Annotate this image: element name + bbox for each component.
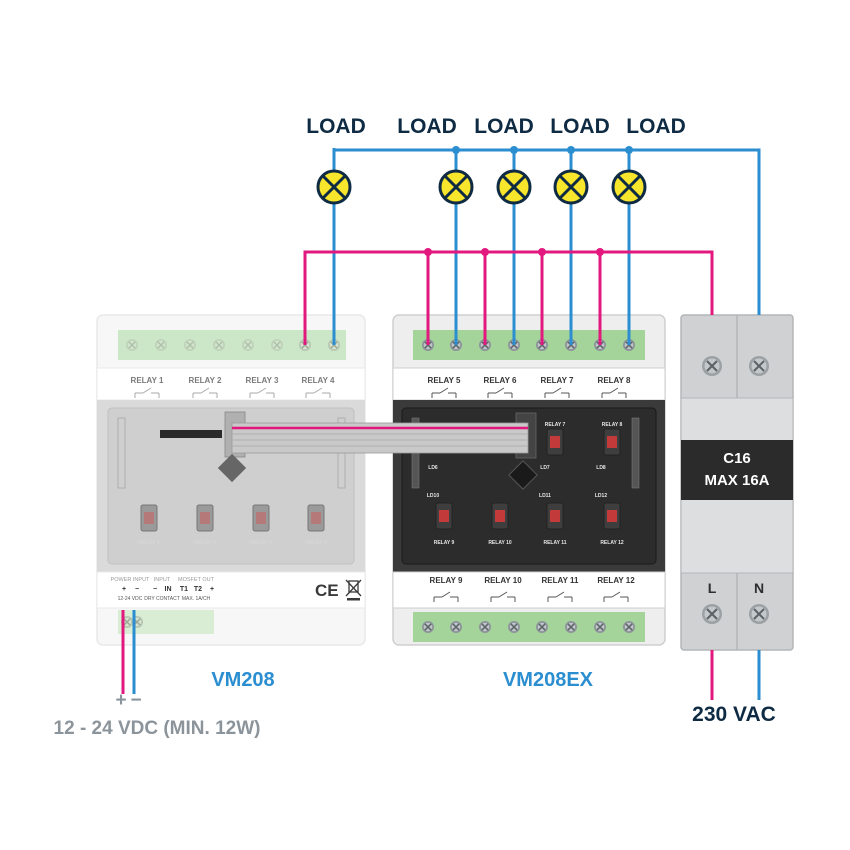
board-relay-label: RELAY 7 <box>545 422 566 428</box>
mosfet-t1-label: T1 <box>180 586 188 593</box>
lamp-icon <box>611 169 647 205</box>
vm208-board-relay-label: RELAY 4 <box>305 540 327 546</box>
circuit-breaker: C16 MAX 16A L N <box>680 314 794 651</box>
ce-mark-text: CE <box>315 581 339 600</box>
relay-label: RELAY 8 <box>598 376 631 385</box>
mains-voltage-label: 230 VAC <box>692 703 776 726</box>
power-plus-sign: + <box>115 690 126 711</box>
board-relay-label: RELAY 8 <box>602 422 623 428</box>
power-supply-label: 12 - 24 VDC (MIN. 12W) <box>54 718 261 739</box>
mosfet-label: MOSFET OUT <box>178 577 215 583</box>
power-minus-sign: − <box>130 690 141 711</box>
power-plus-label: + <box>122 586 126 593</box>
lamp-icon <box>316 169 352 205</box>
relay-label: RELAY 7 <box>541 376 574 385</box>
vm208-board-relay-label: RELAY 1 <box>138 540 160 546</box>
lamp-icon <box>438 169 474 205</box>
input-minus-label: − <box>153 586 157 593</box>
load-labels: LOAD LOAD LOAD LOAD LOAD <box>306 115 686 138</box>
pink-wire-nodes <box>424 248 604 256</box>
relay-label: RELAY 12 <box>597 576 635 585</box>
lamps <box>316 169 647 205</box>
pink-wires <box>121 250 714 700</box>
breaker-rating: C16 <box>723 450 751 467</box>
live-label: L <box>708 580 717 596</box>
vm208-terminal-labels: POWER INPUT + − 12-24 VDC INPUT − IN DRY… <box>111 577 215 602</box>
weee-bin-icon <box>345 579 362 601</box>
led-label: LD10 <box>427 493 439 499</box>
lamp-icon <box>496 169 532 205</box>
vm208-model-label: VM208 <box>211 669 274 691</box>
blue-wire-nodes <box>452 146 633 154</box>
vm208-connector <box>160 430 222 438</box>
relay-label: RELAY 10 <box>484 576 522 585</box>
vm208ex-relay-labels-bottom: RELAY 9 RELAY 10 RELAY 11 RELAY 12 <box>430 576 636 585</box>
vm208-relay-label: RELAY 3 <box>246 376 279 385</box>
board-relay-label: RELAY 9 <box>434 540 455 546</box>
power-input-label: POWER INPUT <box>111 577 150 583</box>
led-label: LD6 <box>428 465 438 471</box>
relay-label: RELAY 6 <box>484 376 517 385</box>
input-label: INPUT <box>154 577 171 583</box>
power-minus-label: − <box>135 586 139 593</box>
vm208-relay-label: RELAY 4 <box>302 376 335 385</box>
lamp-icon <box>553 169 589 205</box>
board-relay-label: RELAY 10 <box>488 540 512 546</box>
load-label: LOAD <box>626 115 686 138</box>
vm208ex-model-label: VM208EX <box>503 669 594 691</box>
blue-wires <box>132 148 761 700</box>
vm208-relay-label: RELAY 2 <box>189 376 222 385</box>
vm208ex-relay-labels-top: RELAY 5 RELAY 6 RELAY 7 RELAY 8 <box>428 376 631 385</box>
load-label: LOAD <box>306 115 366 138</box>
power-range-label: 12-24 VDC <box>118 596 143 602</box>
input-in-label: IN <box>165 586 172 593</box>
vm208-board-relay-label: RELAY 2 <box>194 540 216 546</box>
relay-label: RELAY 11 <box>542 576 579 585</box>
vm208-relay-labels: RELAY 1 RELAY 2 RELAY 3 RELAY 4 <box>131 376 335 385</box>
led-label: LD7 <box>540 465 550 471</box>
vm208-relay-label: RELAY 1 <box>131 376 164 385</box>
load-label: LOAD <box>474 115 534 138</box>
led-label: LD12 <box>595 493 607 499</box>
mosfet-t2-label: T2 <box>194 586 202 593</box>
breaker-max: MAX 16A <box>704 472 769 489</box>
neutral-label: N <box>754 580 764 596</box>
input-note-label: DRY CONTACT <box>144 596 180 602</box>
ce-mark: CE <box>315 579 362 601</box>
ribbon-cable <box>231 422 529 454</box>
led-label: LD11 <box>539 493 551 499</box>
mosfet-note-label: MAX. 1A/CH <box>182 596 211 602</box>
led-label: LD8 <box>596 465 606 471</box>
relay-label: RELAY 9 <box>430 576 463 585</box>
board-relay-label: RELAY 12 <box>600 540 624 546</box>
vm208-board-relay-label: RELAY 3 <box>250 540 272 546</box>
mosfet-plus-label: + <box>210 586 214 593</box>
load-label: LOAD <box>397 115 457 138</box>
relay-label: RELAY 5 <box>428 376 461 385</box>
board-relay-label: RELAY 11 <box>543 540 566 546</box>
load-label: LOAD <box>550 115 610 138</box>
